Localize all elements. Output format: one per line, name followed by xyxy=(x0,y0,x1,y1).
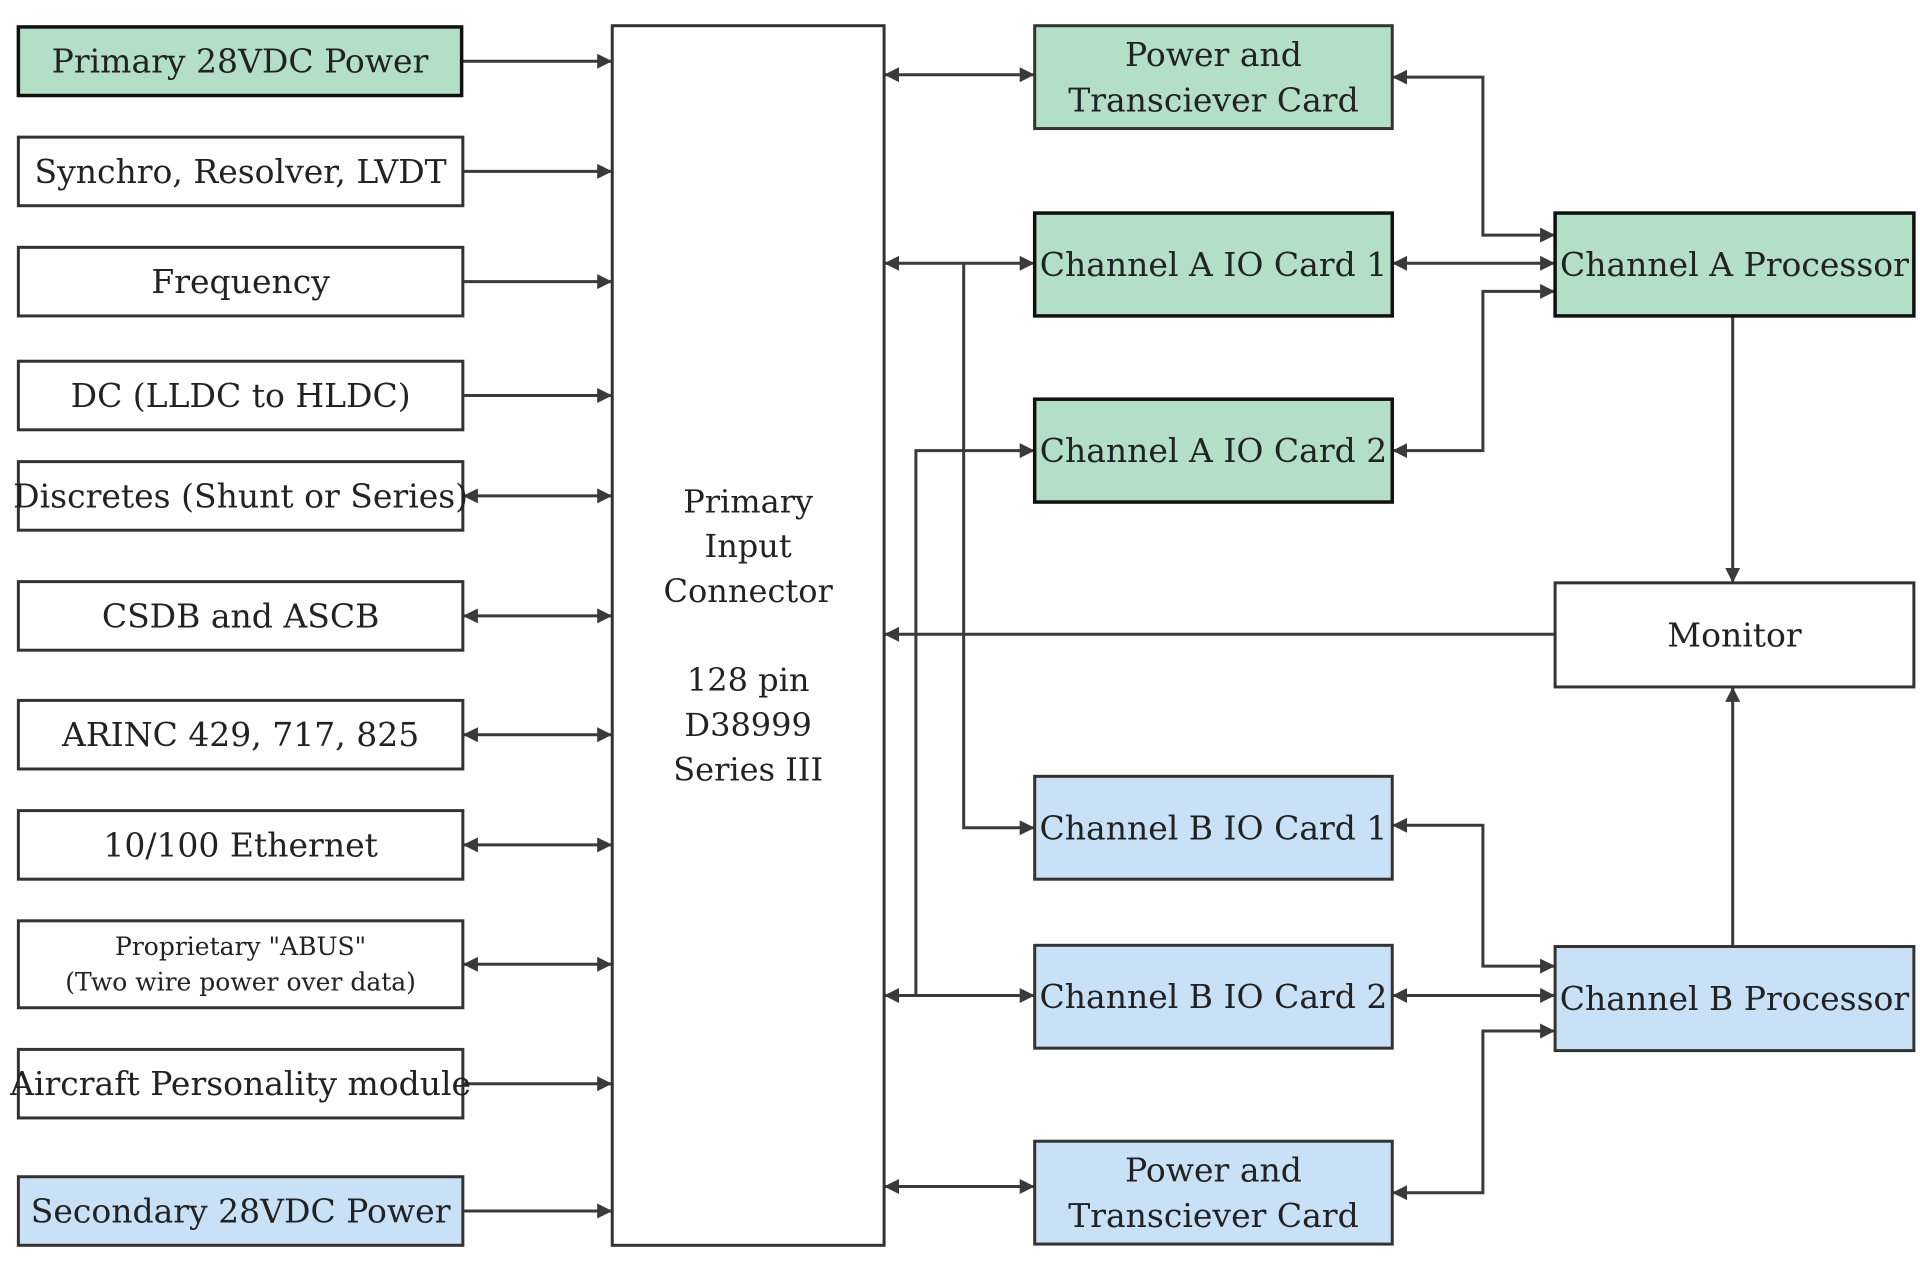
input-dc-lldc-to-hldc-label: DC (LLDC to HLDC) xyxy=(71,376,411,415)
input-proprietary-abus-label: (Two wire power over data) xyxy=(65,968,416,997)
input-proprietary-abus-frame xyxy=(16,919,465,1010)
wire-tap-to-b-io-card-1 xyxy=(962,263,1035,836)
channel-a-io-card-1-frame xyxy=(1032,211,1394,318)
input-csdb-and-ascb-label: CSDB and ASCB xyxy=(102,596,380,635)
wire-b-power-to-b-processor xyxy=(1392,1023,1556,1201)
primary-input-connector-label: Input xyxy=(705,527,792,565)
channel-a-io-card-2: Channel A IO Card 2 xyxy=(1032,397,1394,504)
input-csdb-and-ascb-frame xyxy=(16,580,465,652)
channel-a-processor: Channel A Processor xyxy=(1553,211,1916,318)
primary-input-connector-label: Primary xyxy=(683,482,813,520)
input-arinc-429-717-825-frame xyxy=(16,698,465,771)
primary-input-connector-label: Connector xyxy=(664,572,834,610)
primary-input-connector-frame xyxy=(610,24,886,1247)
channel-a-io-card-1: Channel A IO Card 1 xyxy=(1032,211,1394,318)
channel-a-processor-frame xyxy=(1553,211,1916,318)
input-primary-28vdc-power: Primary 28VDC Power xyxy=(16,25,464,98)
input-discretes-shunt-or-series-frame xyxy=(16,460,465,532)
input-primary-28vdc-power-frame xyxy=(16,25,464,98)
monitor-frame xyxy=(1553,581,1916,689)
channel-b-io-card-2: Channel B IO Card 2 xyxy=(1033,943,1394,1050)
channel-a-power-transceiver-card-label: Transciever Card xyxy=(1068,80,1358,119)
monitor: Monitor xyxy=(1553,581,1916,689)
channel-b-io-card-2-label: Channel B IO Card 2 xyxy=(1040,977,1388,1016)
wire-b-io-1-to-b-processor xyxy=(1392,817,1556,974)
input-aircraft-personality-module-frame xyxy=(16,1047,465,1120)
input-discretes-shunt-or-series: Discretes (Shunt or Series) xyxy=(13,460,468,532)
input-10-100-ethernet: 10/100 Ethernet xyxy=(16,809,465,881)
input-secondary-28vdc-power-frame xyxy=(16,1175,465,1247)
input-frequency-label: Frequency xyxy=(151,262,330,301)
channel-b-processor: Channel B Processor xyxy=(1553,945,1916,1053)
input-synchro-resolver-lvdt-label: Synchro, Resolver, LVDT xyxy=(35,152,447,191)
input-proprietary-abus: Proprietary "ABUS" (Two wire power over d… xyxy=(16,919,465,1010)
input-aircraft-personality-module: Aircraft Personality module xyxy=(9,1047,471,1120)
input-dc-lldc-to-hldc-frame xyxy=(16,359,465,432)
channel-a-power-transceiver-card-frame xyxy=(1033,24,1394,131)
channel-b-io-card-2-frame xyxy=(1033,943,1394,1050)
input-proprietary-abus-label: Proprietary "ABUS" xyxy=(115,932,366,961)
channel-b-processor-label: Channel B Processor xyxy=(1560,979,1910,1018)
input-synchro-resolver-lvdt: Synchro, Resolver, LVDT xyxy=(16,135,465,208)
input-arinc-429-717-825: ARINC 429, 717, 825 xyxy=(16,698,465,771)
input-secondary-28vdc-power-label: Secondary 28VDC Power xyxy=(31,1192,451,1231)
connection-lines xyxy=(461,53,1741,1219)
wire-tap-to-a-io-card-2 xyxy=(914,443,1035,996)
channel-b-io-card-1-frame xyxy=(1033,774,1394,881)
input-10-100-ethernet-frame xyxy=(16,809,465,881)
input-arinc-429-717-825-label: ARINC 429, 717, 825 xyxy=(61,715,419,754)
input-frequency: Frequency xyxy=(16,245,465,318)
channel-a-io-card-2-frame xyxy=(1032,397,1394,504)
input-frequency-frame xyxy=(16,245,465,318)
input-secondary-28vdc-power: Secondary 28VDC Power xyxy=(16,1175,465,1247)
primary-input-connector-label: Series III xyxy=(673,751,823,789)
channel-b-processor-frame xyxy=(1553,945,1916,1053)
input-10-100-ethernet-label: 10/100 Ethernet xyxy=(103,825,378,864)
channel-a-power-transceiver-card-label: Power and xyxy=(1125,35,1302,74)
input-discretes-shunt-or-series-label: Discretes (Shunt or Series) xyxy=(13,476,468,515)
channel-b-io-card-1: Channel B IO Card 1 xyxy=(1033,774,1394,881)
channel-a-processor-label: Channel A Processor xyxy=(1560,245,1909,284)
channel-b-io-card-1-label: Channel B IO Card 1 xyxy=(1040,808,1388,847)
input-primary-28vdc-power-label: Primary 28VDC Power xyxy=(52,42,429,81)
monitor-label: Monitor xyxy=(1667,615,1802,654)
input-synchro-resolver-lvdt-frame xyxy=(16,135,465,208)
input-csdb-and-ascb: CSDB and ASCB xyxy=(16,580,465,652)
primary-input-connector-label: 128 pin xyxy=(687,661,810,699)
primary-input-connector-label: D38999 xyxy=(684,706,811,744)
wire-a-io-2-to-a-processor xyxy=(1392,283,1556,459)
channel-b-power-transceiver-card-label: Power and xyxy=(1125,1151,1302,1190)
channel-b-power-transceiver-card-frame xyxy=(1033,1139,1394,1246)
channel-b-power-transceiver-card-label: Transciever Card xyxy=(1068,1196,1358,1235)
wire-a-power-to-a-processor xyxy=(1392,69,1556,243)
channel-a-io-card-2-label: Channel A IO Card 2 xyxy=(1040,431,1387,470)
channel-a-io-card-1-label: Channel A IO Card 1 xyxy=(1040,245,1387,284)
input-dc-lldc-to-hldc: DC (LLDC to HLDC) xyxy=(16,359,465,432)
input-aircraft-personality-module-label: Aircraft Personality module xyxy=(9,1064,471,1103)
